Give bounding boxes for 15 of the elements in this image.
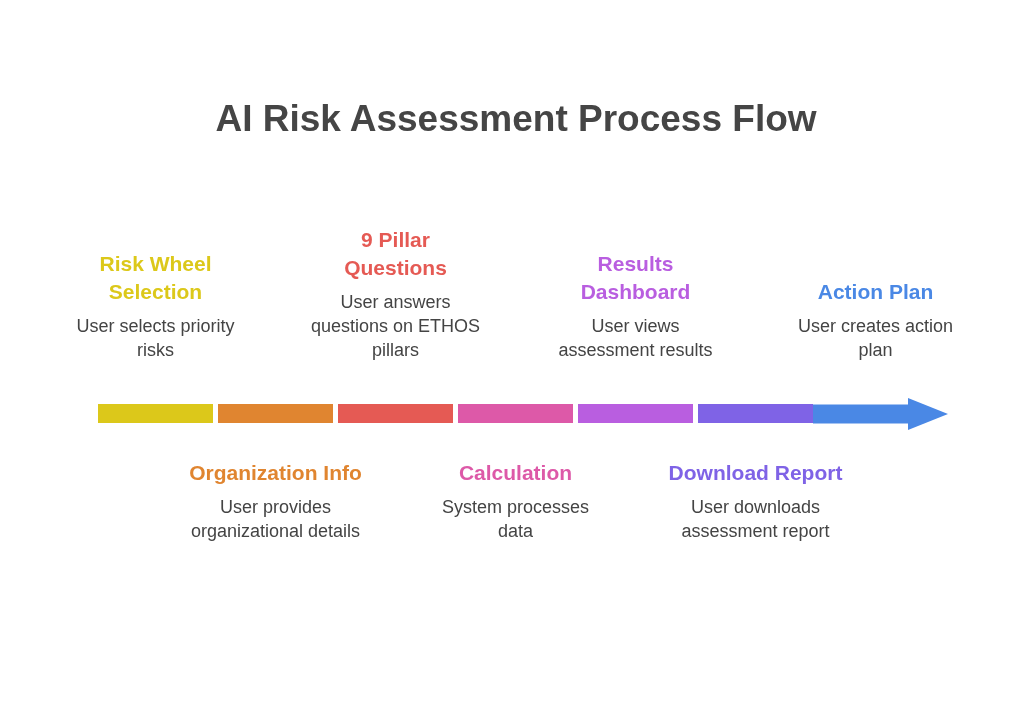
step-description: User selects priority risks: [75, 315, 236, 362]
step-title: Action Plan: [817, 279, 934, 305]
step-description: User creates action plan: [796, 315, 955, 362]
step-title: Risk Wheel Selection: [98, 251, 213, 305]
diagram-title: AI Risk Assessment Process Flow: [214, 98, 818, 140]
step-description: System processes data: [440, 496, 591, 543]
step-title: 9 Pillar Questions: [343, 227, 448, 281]
step-title: Download Report: [668, 460, 843, 486]
step-description: User views assessment results: [557, 315, 714, 362]
step-title: Calculation: [458, 460, 573, 486]
step-description: User provides organizational details: [189, 496, 362, 543]
step-description: User downloads assessment report: [680, 496, 831, 543]
step-title: Results Dashboard: [579, 251, 692, 305]
step-description: User answers questions on ETHOS pillars: [309, 291, 482, 362]
step-title: Organization Info: [189, 460, 362, 486]
